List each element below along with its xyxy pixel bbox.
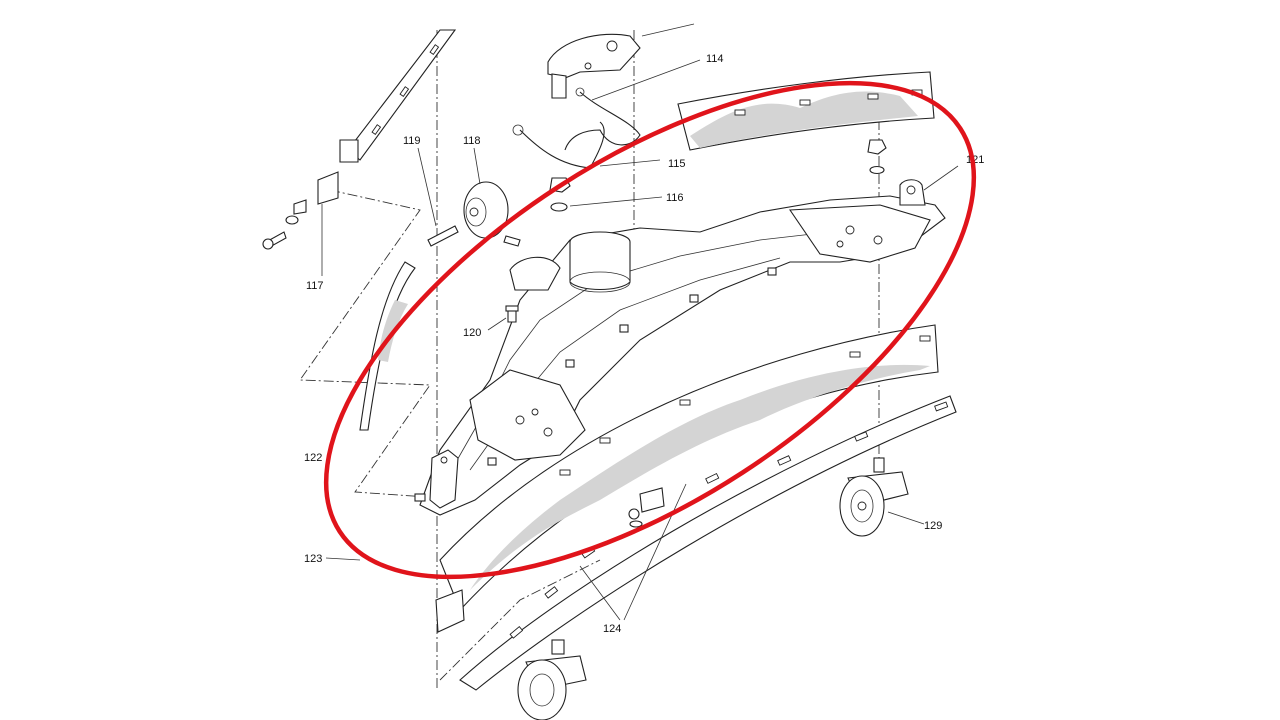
callout-129: 129	[924, 520, 942, 532]
callout-118: 118	[463, 135, 481, 147]
construction-lines	[299, 30, 880, 690]
caster-bottom	[517, 639, 587, 720]
callout-123: 123	[304, 553, 322, 565]
callout-117: 117	[306, 280, 324, 292]
callout-122: 122	[304, 452, 322, 464]
callout-115: 115	[668, 158, 686, 170]
callout-124: 124	[603, 623, 621, 635]
caster-129	[839, 457, 909, 537]
callout-119: 119	[403, 135, 421, 147]
highlight-ellipse	[323, 80, 977, 580]
bolt-117	[262, 199, 307, 250]
callout-114: 114	[706, 53, 724, 65]
left-strip	[317, 29, 457, 205]
pin-small	[503, 235, 521, 247]
bolt-120	[505, 305, 519, 323]
top-bracket	[547, 33, 641, 99]
clip-hardware	[628, 487, 665, 528]
leader-lines	[321, 23, 959, 621]
chassis-frame	[414, 179, 946, 516]
callout-labels: 114 115 116 117 118 119 120 121 122 123 …	[304, 53, 984, 635]
callout-116: 116	[666, 192, 684, 204]
lower-skirt-strip	[435, 324, 939, 633]
left-skirt	[359, 261, 416, 431]
pin-119	[427, 225, 459, 247]
wire-springs	[512, 87, 641, 169]
callout-120: 120	[463, 327, 481, 339]
